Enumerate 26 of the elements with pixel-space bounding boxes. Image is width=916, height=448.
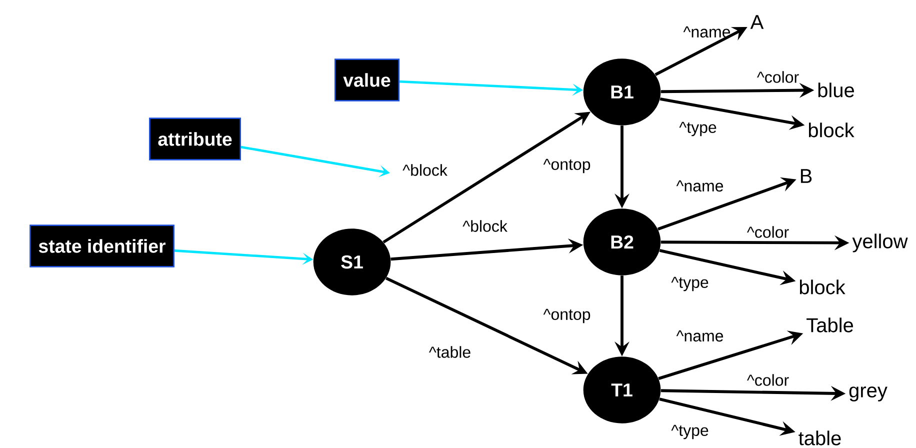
callout-box: attribute <box>149 118 241 160</box>
edge-label: ^color <box>747 374 789 386</box>
edge-label: ^table <box>429 346 470 358</box>
value-text: A <box>750 15 764 29</box>
value-text: grey <box>849 386 888 402</box>
callout-box: value <box>334 58 400 102</box>
value-text: B <box>800 169 812 183</box>
edge-label: ^color <box>757 71 799 83</box>
edge-label: ^type <box>671 424 708 440</box>
value-text: table <box>798 430 841 446</box>
value-text: blue <box>818 82 854 98</box>
edge-label: ^block <box>402 164 448 176</box>
edge-label: ^name <box>683 26 730 38</box>
edge-label: ^name <box>676 330 724 342</box>
edge-label: ^color <box>747 226 789 238</box>
value-text: Table <box>806 318 854 332</box>
callout-box: state identifier <box>30 224 174 268</box>
edge-label: ^name <box>676 180 724 192</box>
edge-label: ^type <box>679 122 716 136</box>
value-text: block <box>800 280 846 294</box>
value-text: yellow <box>852 234 908 252</box>
value-text: block <box>808 122 854 138</box>
edge-label: ^type <box>671 276 708 292</box>
edge-label: ^block <box>462 220 508 232</box>
edge-label: ^ontop <box>543 158 590 174</box>
edge-label: ^ontop <box>543 308 590 324</box>
